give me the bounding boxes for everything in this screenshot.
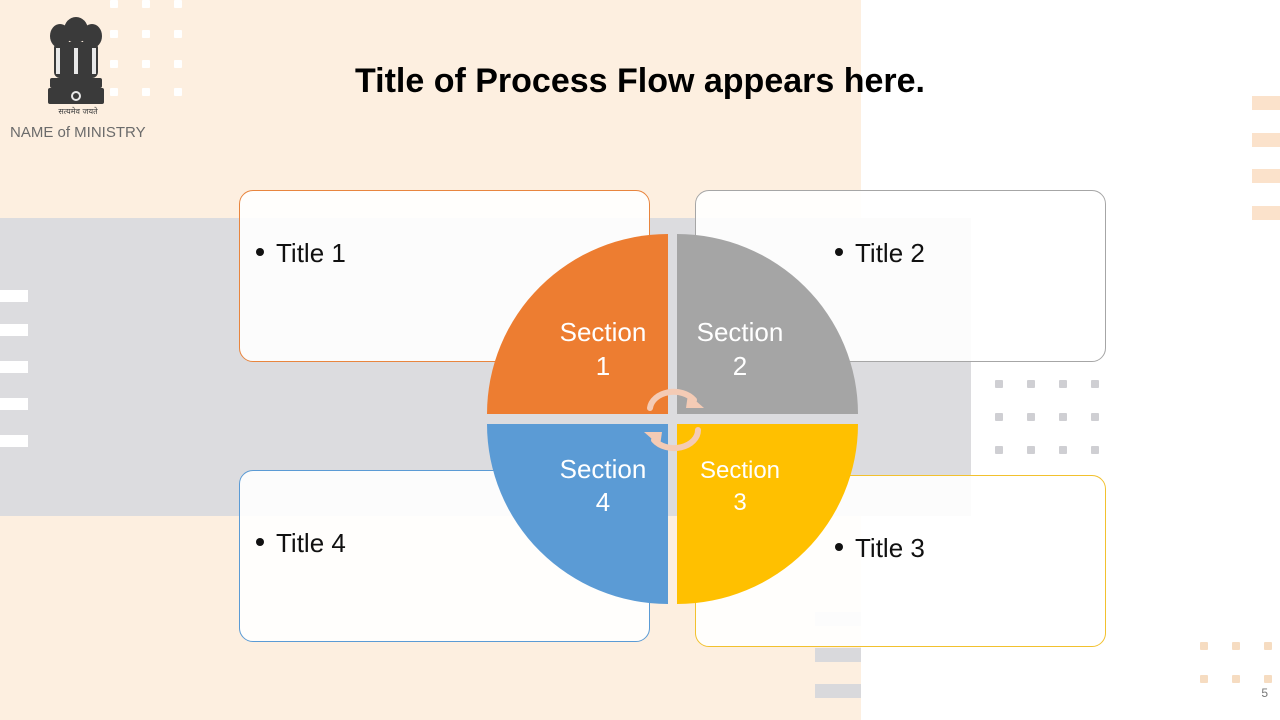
decor-dot xyxy=(1059,413,1067,421)
arrowhead-icon xyxy=(686,394,704,408)
decor-dot xyxy=(995,380,1003,388)
decor-dot xyxy=(142,0,150,8)
decor-dash xyxy=(815,684,861,698)
national-emblem-icon xyxy=(48,17,104,104)
decor-dash xyxy=(0,324,28,336)
decor-dash xyxy=(1252,96,1280,110)
decor-dash xyxy=(0,290,28,302)
decor-dash xyxy=(0,435,28,447)
bullet-icon xyxy=(835,543,843,552)
emblem-motto: सत्यमेव जयते xyxy=(58,107,98,116)
decor-dot xyxy=(1091,413,1099,421)
decor-dot xyxy=(110,88,118,96)
decor-dash xyxy=(1252,133,1280,147)
card-title-2: Title 2 xyxy=(835,238,925,269)
section-3-quadrant xyxy=(677,424,858,604)
decor-dot xyxy=(1200,642,1208,650)
decor-dot xyxy=(110,30,118,38)
decor-dot xyxy=(174,30,182,38)
section-1-number: 1 xyxy=(596,351,610,381)
decor-dash xyxy=(0,398,28,410)
decor-dot xyxy=(110,60,118,68)
section-2-label: Section xyxy=(697,317,784,347)
decor-dot xyxy=(142,60,150,68)
decor-dot xyxy=(1264,675,1272,683)
decor-dot xyxy=(995,446,1003,454)
decor-dot xyxy=(1200,675,1208,683)
bullet-icon xyxy=(256,248,264,257)
decor-dot xyxy=(1027,380,1035,388)
section-2-number: 2 xyxy=(733,351,747,381)
decor-dot xyxy=(142,30,150,38)
section-4-number: 4 xyxy=(596,487,610,517)
arrowhead-icon xyxy=(644,432,662,446)
decor-dot xyxy=(1059,446,1067,454)
card-title-3: Title 3 xyxy=(835,533,925,564)
decor-dot xyxy=(1027,446,1035,454)
section-4-label: Section xyxy=(560,454,647,484)
decor-dot xyxy=(174,60,182,68)
decor-dot xyxy=(1059,380,1067,388)
section-3-number: 3 xyxy=(733,489,746,516)
decor-dash xyxy=(815,648,861,662)
decor-dot xyxy=(1091,446,1099,454)
decor-dash xyxy=(1252,169,1280,183)
decor-dot xyxy=(1027,413,1035,421)
section-1-quadrant xyxy=(487,234,668,414)
decor-dash xyxy=(0,361,28,373)
decor-dot xyxy=(995,413,1003,421)
decor-dot xyxy=(174,0,182,8)
section-3-label: Section xyxy=(700,457,780,484)
page-number: 5 xyxy=(1261,686,1268,700)
decor-dot xyxy=(142,88,150,96)
section-1-label: Section xyxy=(560,317,647,347)
decor-dot xyxy=(1264,642,1272,650)
bullet-icon xyxy=(256,538,264,547)
ministry-name: NAME of MINISTRY xyxy=(10,124,146,141)
section-2-quadrant xyxy=(677,234,858,414)
decor-dot xyxy=(174,88,182,96)
card-title-4: Title 4 xyxy=(256,528,346,559)
decor-dot xyxy=(1232,675,1240,683)
card-title-1: Title 1 xyxy=(256,238,346,269)
decor-dot xyxy=(1232,642,1240,650)
bullet-icon xyxy=(835,248,843,257)
section-4-quadrant xyxy=(487,424,668,604)
page-title: Title of Process Flow appears here. xyxy=(354,62,925,100)
decor-dot xyxy=(110,0,118,8)
decor-dot xyxy=(1091,380,1099,388)
decor-dash xyxy=(1252,206,1280,220)
